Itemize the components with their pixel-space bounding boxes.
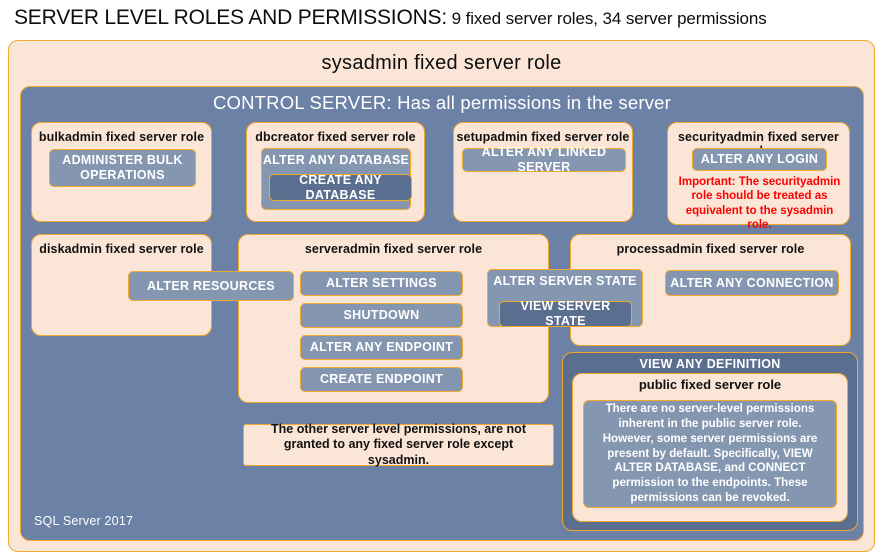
permission-alter-any-login[interactable]: ALTER ANY LOGIN: [692, 148, 827, 171]
permission-alter-any-connection[interactable]: ALTER ANY CONNECTION: [665, 270, 839, 296]
page-title-main: SERVER LEVEL ROLES AND PERMISSIONS:: [14, 6, 447, 29]
role-label-bulkadmin: bulkadmin fixed server role: [38, 130, 205, 144]
role-label-processadmin: processadmin fixed server role: [616, 242, 805, 256]
role-label-serveradmin: serveradmin fixed server role: [304, 242, 483, 256]
sysadmin-role-label: sysadmin fixed server role: [321, 52, 562, 74]
role-box-setupadmin: setupadmin fixed server role ALTER ANY L…: [453, 122, 633, 222]
sql-server-version-label: SQL Server 2017: [34, 514, 134, 528]
other-permissions-note: The other server level permissions, are …: [243, 422, 554, 467]
permission-shutdown[interactable]: SHUTDOWN: [300, 303, 463, 328]
permission-alter-settings[interactable]: ALTER SETTINGS: [300, 271, 463, 296]
role-label-diskadmin: diskadmin fixed server role: [39, 242, 204, 256]
permission-view-server-state[interactable]: VIEW SERVER STATE: [499, 299, 632, 328]
permission-create-any-database[interactable]: CREATE ANY DATABASE: [269, 173, 412, 202]
permission-view-any-definition[interactable]: VIEW ANY DEFINITION: [639, 357, 781, 371]
control-server-label: CONTROL SERVER: Has all permissions in t…: [212, 92, 672, 113]
permission-create-endpoint[interactable]: CREATE ENDPOINT: [300, 367, 463, 392]
permission-alter-resources[interactable]: ALTER RESOURCES: [128, 271, 294, 301]
page-title-sub: 9 fixed server roles, 34 server permissi…: [447, 9, 767, 28]
role-box-bulkadmin: bulkadmin fixed server role ADMINISTER B…: [31, 122, 212, 222]
permission-alter-any-endpoint[interactable]: ALTER ANY ENDPOINT: [300, 335, 463, 360]
permission-administer-bulk-operations[interactable]: ADMINISTER BULK OPERATIONS: [49, 149, 196, 187]
role-label-public: public fixed server role: [638, 377, 782, 392]
role-label-setupadmin: setupadmin fixed server role: [456, 130, 630, 144]
public-role-description: There are no server-level permissions in…: [583, 400, 837, 508]
permission-alter-any-linked-server[interactable]: ALTER ANY LINKED SERVER: [462, 145, 626, 174]
role-box-securityadmin: securityadmin fixed server role ALTER AN…: [667, 122, 850, 231]
securityadmin-warning-text: Important: The securityadmin role should…: [678, 176, 841, 232]
role-label-dbcreator: dbcreator fixed server role: [255, 130, 416, 144]
role-box-dbcreator: dbcreator fixed server role ALTER ANY DA…: [246, 122, 425, 222]
page-title: SERVER LEVEL ROLES AND PERMISSIONS: 9 fi…: [14, 6, 767, 30]
